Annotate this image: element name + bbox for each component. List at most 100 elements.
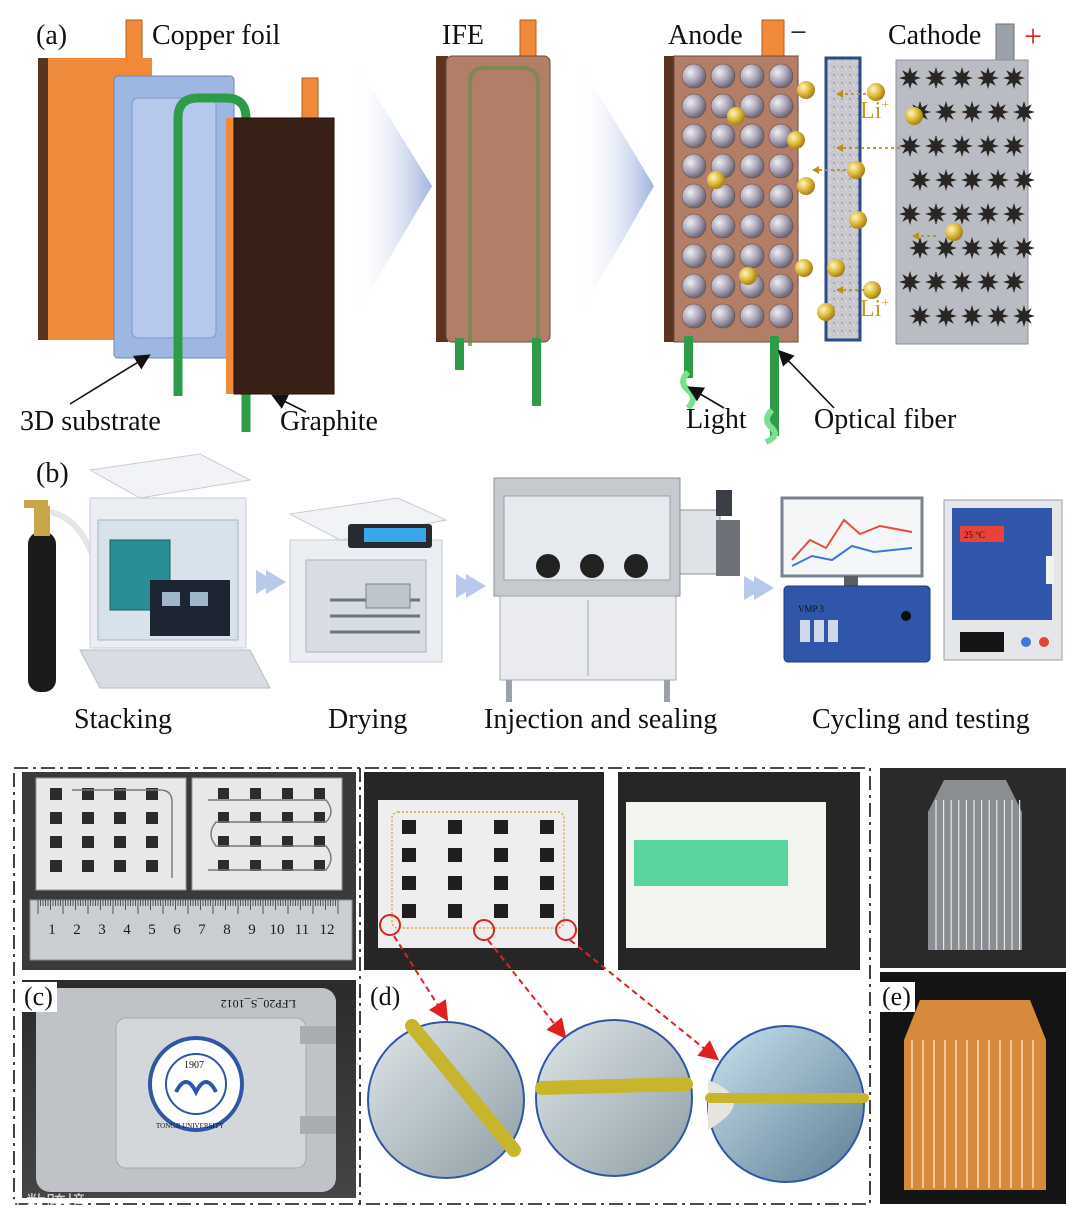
micro-view-1	[367, 1019, 525, 1179]
li-ion	[797, 81, 815, 99]
anode-sphere	[739, 213, 765, 239]
ruler-number: 4	[123, 922, 131, 938]
anode-sphere	[739, 303, 765, 329]
cathode-particle	[935, 305, 957, 327]
light-wave-2	[764, 407, 778, 445]
plate-hole	[114, 836, 126, 848]
anode-sphere	[768, 153, 794, 179]
ruler-number: 12	[320, 922, 335, 938]
photo-fiber-plate	[364, 772, 604, 970]
li-ion	[905, 107, 923, 125]
plate-hole	[146, 860, 158, 872]
glove-box	[493, 477, 740, 702]
plate-hole	[282, 812, 293, 823]
fiber-plate-hole	[448, 876, 462, 890]
li-ion	[787, 131, 805, 149]
cathode-particle	[1013, 305, 1035, 327]
plate-hole	[114, 860, 126, 872]
ruler-number: 1	[48, 922, 56, 938]
label-injection: Injection and sealing	[484, 704, 718, 735]
ruler-number: 9	[248, 922, 256, 938]
cathode-particle	[909, 237, 931, 259]
anode-sphere	[768, 213, 794, 239]
label-cycling: Cycling and testing	[812, 704, 1030, 735]
plate-hole	[250, 860, 261, 871]
cathode-particle	[1013, 237, 1035, 259]
fiber-loop-a1	[173, 93, 251, 432]
ruler-number: 5	[148, 922, 156, 938]
cathode-particle	[1003, 271, 1025, 293]
zoom-arrow-1	[393, 935, 449, 1022]
plate-hole	[146, 836, 158, 848]
anode-sphere	[768, 183, 794, 209]
anode-sphere	[681, 303, 707, 329]
fiber-plate-hole	[540, 820, 554, 834]
stacking-machine	[79, 453, 271, 689]
li-ion	[707, 171, 725, 189]
fiber-plate-hole	[494, 904, 508, 918]
panel-label-e: (e)	[878, 982, 915, 1012]
plate-hole	[146, 788, 158, 800]
ion-flow-head	[836, 90, 843, 98]
li-ion	[847, 161, 865, 179]
cathode-particle	[961, 101, 983, 123]
li-ion	[827, 259, 845, 277]
fiber-plate-hole	[402, 904, 416, 918]
cathode-particle	[951, 203, 973, 225]
photo-sealed-plate	[618, 772, 860, 970]
label-graphite: Graphite	[280, 406, 378, 437]
fiber-plate-hole	[448, 820, 462, 834]
cathode-particle	[961, 237, 983, 259]
photo-fiber-bundle	[880, 768, 1066, 968]
label-minus: −	[790, 16, 807, 49]
anode-sphere	[710, 63, 736, 89]
logo-year: 1907	[184, 1060, 204, 1071]
cathode-particle	[987, 169, 1009, 191]
panel-label-b: (b)	[36, 458, 69, 489]
plate-hole	[282, 836, 293, 847]
ion-flow-head	[836, 286, 843, 294]
plate-hole	[314, 836, 325, 847]
plate-hole	[50, 788, 62, 800]
plate-holes	[50, 788, 325, 872]
li-ion	[863, 281, 881, 299]
bundle-fibers	[935, 800, 1021, 950]
li-ion	[945, 223, 963, 241]
cathode-particle	[935, 237, 957, 259]
ion-flow-head	[812, 166, 819, 174]
anode-sphere	[710, 213, 736, 239]
anode-sphere	[681, 183, 707, 209]
plate-hole	[82, 860, 94, 872]
label-anode: Anode	[668, 20, 743, 51]
cathode-particle	[1013, 169, 1035, 191]
spot-3	[555, 919, 577, 941]
cathode-particle	[909, 305, 931, 327]
plate-hole	[146, 812, 158, 824]
ruler-number: 6	[173, 922, 181, 938]
pointer-graphite	[271, 394, 307, 413]
anode-sphere	[768, 63, 794, 89]
plate-hole	[50, 860, 62, 872]
cathode-particle	[1003, 135, 1025, 157]
micro-view-2	[535, 1019, 693, 1177]
fiber-plate-hole	[448, 904, 462, 918]
fiber-plate-hole	[494, 820, 508, 834]
cathode-particle	[899, 67, 921, 89]
graphite-layer	[226, 77, 335, 395]
anode-sphere	[739, 63, 765, 89]
cathode-particle	[1013, 101, 1035, 123]
ruler-number: 11	[295, 922, 309, 938]
oven-temp-label: 25 °C	[964, 530, 985, 540]
ruler-number: 2	[73, 922, 81, 938]
fiber-plate-hole	[540, 904, 554, 918]
li-ion	[867, 83, 885, 101]
plate-hole	[218, 788, 229, 799]
fiber-plate-holes	[402, 820, 554, 918]
anode-sphere	[710, 243, 736, 269]
cathode-particle	[951, 135, 973, 157]
cathode-particle	[1003, 67, 1025, 89]
cathode-particle	[987, 305, 1009, 327]
zoom-arrow-3	[569, 939, 720, 1061]
cathode-particle	[977, 203, 999, 225]
